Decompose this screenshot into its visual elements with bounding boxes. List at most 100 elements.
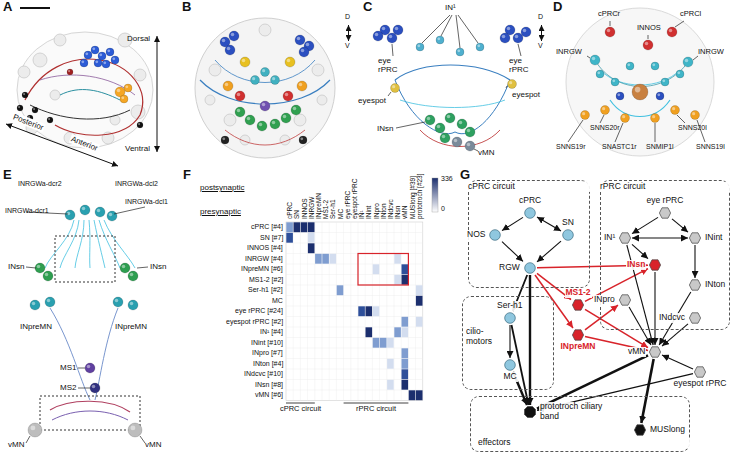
matrix-cell [380, 338, 387, 348]
node-shape [490, 230, 501, 241]
cell-sphere [656, 92, 664, 100]
row-header: MS1-2 [#2] [249, 276, 283, 284]
node-marker [619, 232, 631, 244]
cell-outline [205, 95, 215, 105]
cell-sphere [435, 123, 445, 133]
cell-sphere [113, 297, 123, 307]
matrix-cell [394, 275, 401, 285]
matrix-cell [294, 222, 301, 232]
matrix-cell [394, 327, 401, 337]
text-label: MS1 [60, 363, 76, 372]
leader-line [506, 86, 507, 88]
text-label: 0 [441, 205, 445, 213]
sphere-highlight [222, 39, 226, 43]
connector [694, 245, 695, 278]
sphere-highlight [95, 60, 98, 63]
cell-sphere [667, 27, 677, 37]
row-header: INint [#10] [251, 339, 283, 347]
node-marker [562, 229, 574, 241]
matrix-cell [416, 390, 423, 400]
neurite-path [600, 70, 680, 85]
node-marker [489, 229, 501, 241]
cell-sphere [251, 76, 260, 85]
cell-sphere [43, 271, 53, 281]
sphere-highlight [382, 27, 386, 31]
node-label: INton [704, 280, 726, 290]
leader-line [518, 44, 521, 56]
sphere-highlight [225, 83, 229, 87]
cell-sphere [299, 136, 307, 144]
neuron-node: NOS [489, 229, 501, 241]
row-header: IN¹ [#4] [260, 328, 283, 336]
column-header: INNOS [301, 198, 308, 219]
connector [627, 245, 653, 345]
sphere-highlight [262, 69, 265, 72]
sphere-highlight [502, 35, 506, 39]
cell-sphere [581, 111, 590, 120]
cell-sphere [65, 210, 75, 220]
sphere-highlight [467, 129, 471, 133]
cell-sphere [84, 51, 92, 59]
cell-sphere [120, 95, 128, 103]
text-label: V [345, 42, 350, 50]
text-label: presynaptic [200, 207, 241, 216]
grid-line [286, 243, 423, 244]
neurite-path [30, 105, 130, 119]
cell-sphere [521, 27, 531, 37]
column-header: INdcvc [387, 199, 394, 219]
node-marker [689, 232, 701, 244]
column-header: IN¹ [358, 210, 365, 219]
column-header: eyespot rPRC [351, 179, 358, 219]
matrix-cell [366, 327, 373, 337]
neuron-node: INdcvc [689, 312, 701, 324]
connector [502, 217, 523, 230]
sphere-highlight [252, 77, 255, 80]
column-header: Ser-h1 [329, 199, 336, 219]
sphere-highlight [375, 33, 379, 37]
cell-sphere [235, 91, 245, 101]
cell-sphere [299, 47, 309, 57]
node-label: INdcvc [658, 313, 686, 323]
group-title: cPRC circuit [467, 182, 591, 192]
leader-line [610, 21, 611, 26]
cell-sphere [95, 207, 105, 217]
leader-line [675, 21, 684, 27]
cell-sphere [632, 84, 648, 100]
sphere-highlight [612, 79, 615, 82]
sphere-highlight [442, 135, 446, 139]
text-label: D [345, 13, 350, 21]
node-marker [689, 279, 701, 291]
cell-sphere [240, 57, 250, 67]
cell-sphere [85, 363, 95, 373]
node-label: MUSlong [649, 425, 686, 435]
text-label: postsynaptic [200, 183, 244, 192]
node-shape [505, 313, 516, 324]
neuron-node: SN [562, 229, 574, 241]
panel-letter: G [460, 168, 470, 183]
cell-outline [131, 105, 145, 119]
column-header: MC [337, 209, 344, 219]
node-shape [563, 230, 574, 241]
leader-line [568, 120, 583, 142]
neurite-path [455, 80, 510, 134]
neurite-path [50, 401, 130, 412]
cell-sphere [452, 137, 462, 147]
connector [641, 359, 653, 423]
axis-arrow [348, 25, 349, 41]
matrix-cell [286, 233, 293, 243]
sphere-highlight [392, 85, 395, 88]
node-label: eyespot rPRC [673, 379, 728, 389]
leader-line [441, 15, 452, 36]
cell-sphere [425, 115, 435, 125]
axis-arrow [541, 25, 542, 41]
sphere-highlight [287, 59, 291, 63]
sphere-highlight [121, 96, 124, 99]
cell-sphere [47, 117, 53, 123]
column-header: INint [365, 206, 372, 219]
cell-sphere [128, 423, 142, 437]
neurite-path [94, 220, 105, 268]
neurite-path [50, 308, 90, 400]
node-marker [659, 207, 671, 219]
grid-line [293, 222, 294, 401]
